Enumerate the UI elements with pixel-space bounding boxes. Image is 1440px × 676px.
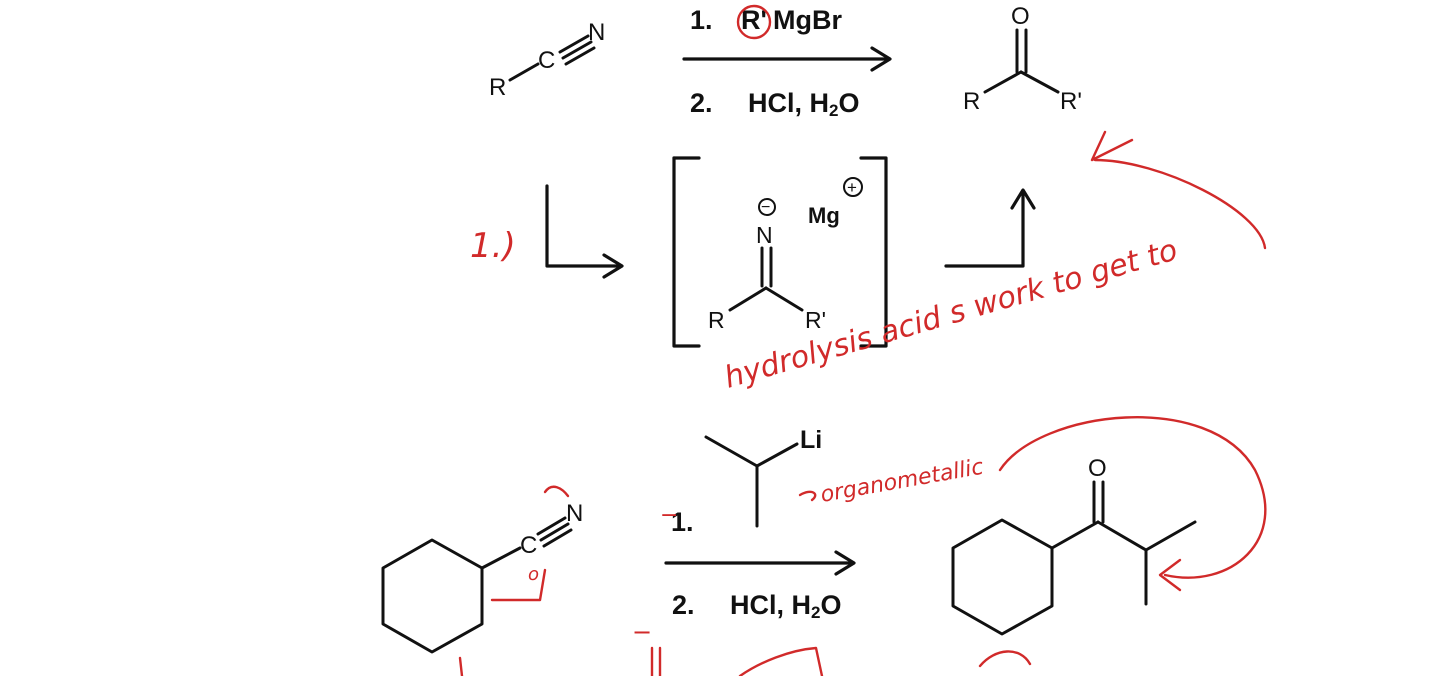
mechanism-arrow-in	[545, 184, 620, 268]
reagents-2-step2: 2.	[672, 590, 695, 620]
imine-r-label: R	[708, 307, 725, 333]
ketone-1-bond-left	[983, 70, 1023, 94]
reagents-2-subscript: 2	[811, 603, 820, 622]
reagents-2: 1. 2. HCl, H2O	[664, 507, 856, 622]
nitrile-1-bond-rc	[508, 62, 540, 82]
bottom-bracket-mark	[738, 646, 824, 676]
nitrile-bracket-mark	[490, 568, 547, 602]
organometallic-pointer	[798, 490, 817, 502]
charge-mark-o: o	[528, 564, 539, 585]
isopropyl-lithium: Li	[704, 426, 822, 528]
curved-arrow-bottom-head	[1158, 558, 1182, 592]
mechanism-arrow-in-head	[602, 253, 624, 279]
curved-arrow-top-head	[1090, 130, 1134, 162]
bracket-left	[672, 156, 701, 348]
reagents-1-step2: 2.	[690, 88, 713, 118]
positive-charge-icon	[843, 177, 863, 197]
ketone-1-o-label: O	[1011, 3, 1030, 30]
nitrile-1: R C N	[489, 19, 605, 101]
imine-r-prime-label: R'	[805, 307, 826, 333]
cyclohexane-ring-left	[381, 538, 484, 654]
ketone-2-bond-ring	[1050, 520, 1100, 550]
mechanism-arrow-out	[944, 190, 1025, 268]
nitrile-1-c-label: C	[538, 47, 555, 74]
reagents-1-step1: 1.	[690, 5, 713, 35]
positive-charge-sign: +	[847, 178, 857, 197]
reagents-1-subscript: 2	[829, 101, 838, 120]
reaction-arrow-1-head	[870, 46, 892, 72]
ketone-1-r-prime-label: R'	[1060, 88, 1082, 115]
magnesium-label: Mg	[808, 203, 840, 228]
reagents-1-acid: HCl, H2O	[748, 88, 859, 120]
ketone-1: O R R'	[963, 3, 1082, 115]
imine-bond-right	[764, 286, 804, 312]
nitrile-1-triple-bond	[558, 34, 596, 66]
reagents-1-o: O	[838, 88, 859, 118]
reagents-2-step1: 1.	[671, 507, 694, 537]
reagents-2-acid: HCl, H2O	[730, 590, 841, 622]
reagents-1-mgbr: MgBr	[773, 5, 842, 35]
nitrile-1-n-label: N	[588, 19, 605, 46]
imine-bond-left	[728, 286, 768, 312]
reagents-1: 1. R' MgBr 2. HCl, H2O	[682, 5, 892, 120]
negative-charge-icon	[758, 198, 776, 216]
r-prime-circle-mark	[736, 4, 772, 40]
nitrile-arrow-mark	[543, 485, 570, 498]
nitrile-2-n-label: N	[566, 500, 583, 527]
reagents-1-r-prime: R'	[741, 5, 767, 35]
nitrile-2-c-label: C	[520, 532, 537, 559]
negative-charge-sign: −	[761, 199, 770, 216]
ketone-2-bond-isopropyl	[1096, 520, 1148, 552]
bracket-right	[859, 156, 888, 348]
nitrile-1-r-label: R	[489, 74, 506, 101]
reaction-arrow-2-head	[834, 550, 856, 576]
bottom-right-mark	[978, 650, 1032, 668]
isopropyl-bond-left	[704, 435, 759, 468]
nitrile-2-triple-bond	[536, 516, 573, 548]
imine-n-label: N	[756, 222, 773, 248]
curved-arrow-bottom	[998, 416, 1267, 579]
cyclohexane-ring-right	[951, 518, 1054, 636]
organometallic-note: organometallic	[819, 455, 986, 508]
step-tick-mark: −	[660, 503, 678, 528]
cyclohexyl-ketone: O	[951, 455, 1197, 636]
hydrolysis-note: hydrolysis acid s work to get to	[721, 233, 1182, 396]
bottom-minus-mark: −	[632, 618, 652, 646]
ketone-1-r-label: R	[963, 88, 980, 115]
ketone-2-methyl-bond-up	[1144, 520, 1197, 552]
bottom-left-tick	[458, 656, 464, 676]
reagents-1-acid-text: HCl, H	[748, 88, 829, 118]
reagents-2-o: O	[820, 590, 841, 620]
cyclohexyl-c-bond	[480, 546, 522, 570]
imine-intermediate: − N R R' Mg +	[708, 177, 863, 333]
ketone-2-o-label: O	[1088, 455, 1107, 482]
isopropyl-bond-li	[755, 442, 799, 468]
curved-arrow-top	[1093, 158, 1267, 250]
cyclohexyl-nitrile: C N	[381, 500, 583, 654]
step-label-annotation: 1.)	[470, 226, 516, 266]
mechanism-arrow-out-head	[1010, 188, 1036, 210]
ketone-1-bond-right	[1019, 70, 1060, 94]
reagents-2-acid-text: HCl, H	[730, 590, 811, 620]
lithium-label: Li	[800, 426, 822, 454]
